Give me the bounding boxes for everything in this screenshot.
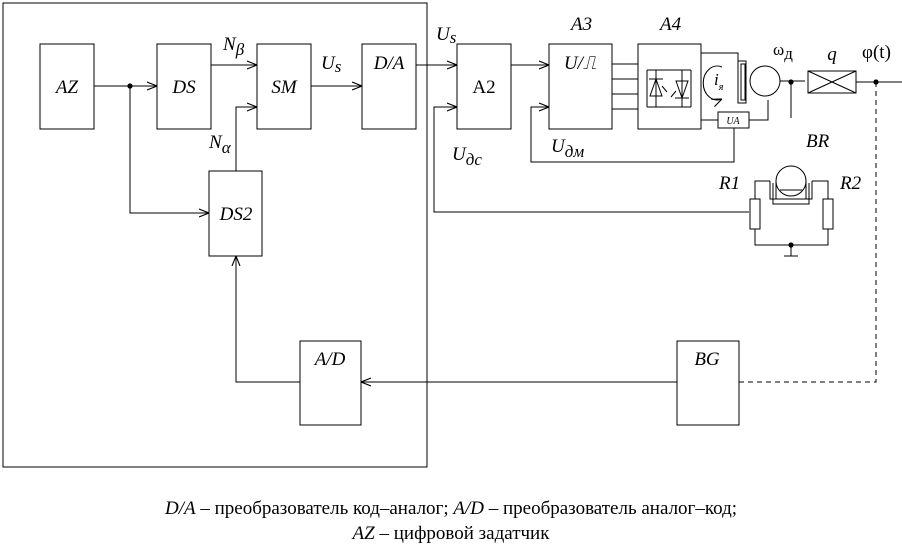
r2-resistor — [822, 198, 834, 230]
a3-pulse-shaper-block: U/⎍ — [548, 43, 613, 130]
position-sensor-dashed-link — [739, 82, 877, 383]
ds2-block: DS2 — [208, 170, 263, 257]
sm-label: SM — [271, 77, 298, 98]
az-to-ds2-arrow — [129, 86, 209, 213]
a2-block: A2 — [456, 43, 512, 130]
ad-to-ds2-arrow — [236, 256, 300, 383]
ad-converter-block: A/D — [299, 340, 362, 426]
sm-block: SM — [256, 43, 312, 130]
tachogenerator-icon — [769, 165, 813, 205]
udm-label: Uдм — [551, 136, 584, 161]
caption-line-2: AZ – цифровой задатчик — [351, 523, 551, 544]
r1-label: R1 — [718, 173, 740, 194]
r1-top-wire — [754, 180, 770, 199]
phi-label: φ(t) — [862, 42, 891, 63]
r1-resistor — [749, 198, 761, 230]
a3-label: A3 — [569, 14, 592, 35]
ia-label: iя — [714, 70, 724, 93]
r2-top-wire — [812, 180, 829, 199]
ds-label: DS — [171, 77, 196, 98]
ds2-to-sm-arrow — [235, 107, 257, 171]
az-block: AZ — [39, 43, 95, 130]
bg-label: BG — [694, 349, 720, 370]
q-label: q — [827, 44, 837, 65]
n-beta-label: Nβ — [222, 34, 245, 59]
gearbox-icon — [807, 70, 857, 94]
us-sm-label: Us — [321, 53, 342, 76]
caption-line-1: D/A – преобразователь код–аналог; A/D – … — [164, 498, 737, 519]
u-pulse-label: U/⎍ — [564, 53, 597, 74]
us-da-label: Us — [436, 24, 457, 47]
a2-label: A2 — [472, 77, 495, 98]
r2-label: R2 — [839, 173, 862, 194]
current-feedback-arrow — [530, 107, 735, 163]
ds2-label: DS2 — [219, 204, 253, 225]
a4-label: A4 — [658, 14, 682, 35]
uds-label: Uдс — [452, 144, 482, 169]
az-label: AZ — [54, 77, 79, 98]
a4-thyristor-block — [637, 43, 702, 130]
bg-block: BG — [676, 340, 740, 426]
armature-current-arc — [702, 65, 722, 100]
ad-label: A/D — [313, 349, 346, 370]
da-label: D/A — [373, 53, 405, 74]
digital-controller-frame — [2, 2, 428, 468]
a3-to-a4-pulse-lines — [612, 63, 638, 110]
ua-label: UA — [726, 116, 740, 127]
motor-icon — [737, 60, 805, 104]
armature-wire-bottom-right — [749, 100, 769, 121]
omega-label: ωд — [773, 40, 793, 63]
n-alpha-label: Nα — [208, 132, 232, 157]
speed-feedback-arrow — [433, 107, 749, 213]
ds-block: DS — [156, 43, 212, 130]
thyristor-icon — [646, 69, 692, 108]
ground-icon — [784, 245, 798, 257]
armature-wire-top — [701, 52, 739, 63]
da-converter-block: D/A — [361, 43, 417, 130]
br-label: BR — [806, 131, 830, 152]
